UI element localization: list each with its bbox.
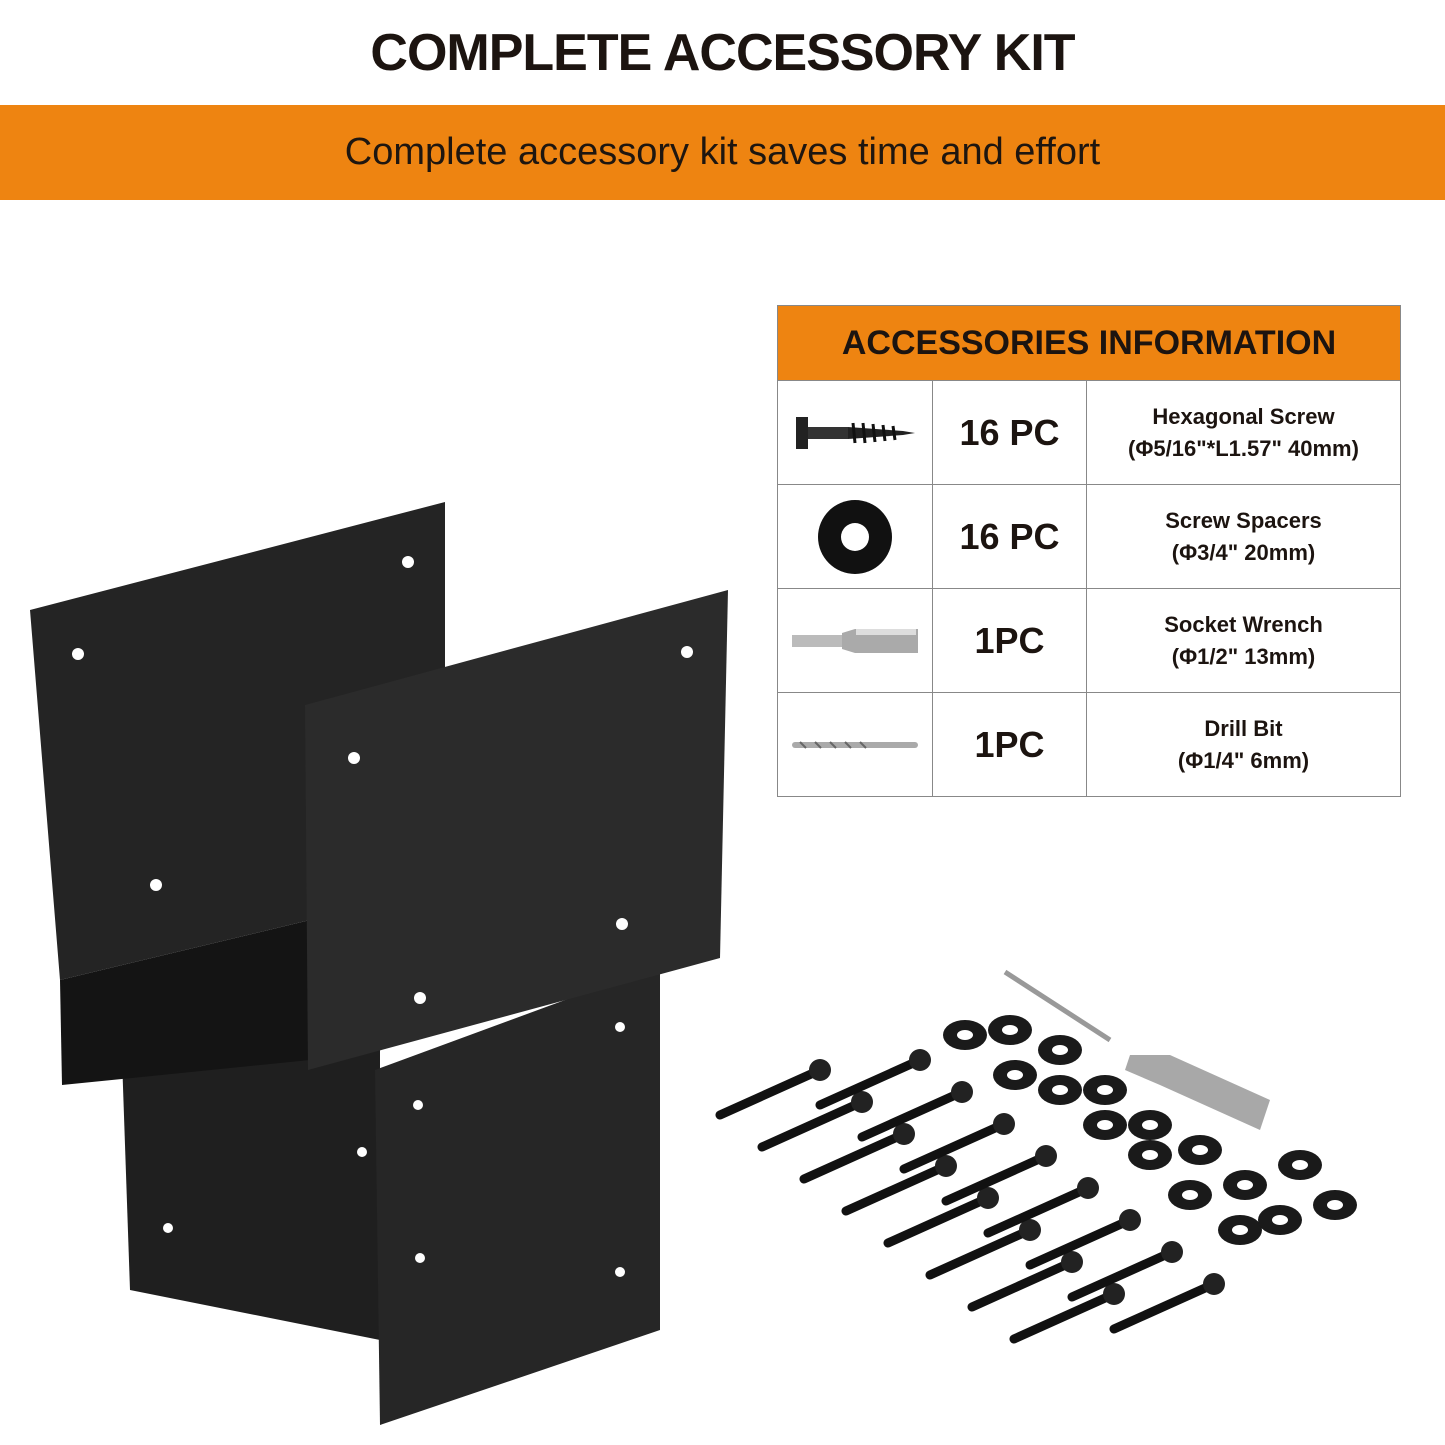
screw-head: [1061, 1251, 1083, 1273]
hex-screw: [1009, 1289, 1119, 1344]
item-name: Socket Wrench: [1164, 611, 1323, 637]
screw-head: [1035, 1145, 1057, 1167]
table-row: 1PC Socket Wrench (Φ1/2" 13mm): [778, 589, 1400, 693]
washer-hole: [1007, 1070, 1023, 1080]
hex-screw: [757, 1097, 867, 1152]
washer-hole: [1182, 1190, 1198, 1200]
post-bracket-image: [30, 502, 728, 1425]
drill-bit-icon: [792, 740, 918, 749]
item-name: Screw Spacers: [1165, 507, 1322, 533]
hex-screw: [983, 1183, 1093, 1238]
screw-head: [1161, 1241, 1183, 1263]
washer-hole: [1097, 1120, 1113, 1130]
item-name: Hexagonal Screw: [1152, 403, 1335, 429]
hex-screw: [899, 1119, 1009, 1174]
screw-head: [851, 1091, 873, 1113]
screw-head: [1103, 1283, 1125, 1305]
table-row: 16 PC Screw Spacers (Φ3/4" 20mm): [778, 485, 1400, 589]
item-spec: (Φ3/4" 20mm): [1171, 539, 1316, 565]
washer-hole: [1097, 1085, 1113, 1095]
hex-screw: [1025, 1215, 1135, 1270]
screw-head: [1077, 1177, 1099, 1199]
screw-head: [1203, 1273, 1225, 1295]
subtitle-banner: Complete accessory kit saves time and ef…: [0, 105, 1445, 200]
screw-head: [993, 1113, 1015, 1135]
hex-screw: [1109, 1279, 1219, 1334]
screw-head: [951, 1081, 973, 1103]
quantity: 16 PC: [959, 411, 1060, 453]
quantity: 1PC: [974, 619, 1045, 661]
hex-screw: [799, 1129, 909, 1184]
socket-wrench: [1125, 1055, 1270, 1130]
item-spec: (Φ1/2" 13mm): [1171, 643, 1316, 669]
washer-hole: [1192, 1145, 1208, 1155]
screw-head: [909, 1049, 931, 1071]
item-name: Drill Bit: [1204, 715, 1283, 741]
quantity: 1PC: [974, 723, 1045, 765]
hex-screw: [815, 1055, 925, 1110]
washer-hole: [1232, 1225, 1248, 1235]
screw-head: [935, 1155, 957, 1177]
subtitle-text: Complete accessory kit saves time and ef…: [344, 131, 1101, 173]
screw-head: [977, 1187, 999, 1209]
washer-hole: [1142, 1120, 1158, 1130]
hardware-pile-image: [715, 969, 1357, 1344]
washer-hole: [1237, 1180, 1253, 1190]
table-header-text: ACCESSORIES INFORMATION: [841, 324, 1337, 362]
hex-screw: [967, 1257, 1077, 1312]
washer-hole: [1002, 1025, 1018, 1035]
quantity: 16 PC: [959, 515, 1060, 557]
socket-wrench-icon: [792, 628, 918, 653]
hex-screw: [1067, 1247, 1177, 1302]
hex-screw: [883, 1193, 993, 1248]
hex-screw: [715, 1065, 825, 1120]
item-spec: (Φ1/4" 6mm): [1177, 747, 1310, 773]
hex-screw-icon: [795, 416, 915, 449]
screw-head: [1119, 1209, 1141, 1231]
item-spec: (Φ5/16"*L1.57" 40mm): [1128, 435, 1359, 461]
drill-bit: [1003, 969, 1112, 1043]
washer-hole: [1052, 1085, 1068, 1095]
washer-hole: [1327, 1200, 1343, 1210]
accessories-table: ACCESSORIES INFORMATION 16 PC Hexagonal …: [777, 305, 1401, 797]
washer-hole: [1052, 1045, 1068, 1055]
washer-icon: [818, 499, 892, 574]
hex-screw: [941, 1151, 1051, 1206]
washer-hole: [1142, 1150, 1158, 1160]
table-row: 1PC Drill Bit (Φ1/4" 6mm): [778, 693, 1400, 796]
washer-hole: [1292, 1160, 1308, 1170]
table-header: ACCESSORIES INFORMATION: [778, 306, 1400, 381]
hex-screw: [857, 1087, 967, 1142]
table-row: 16 PC Hexagonal Screw (Φ5/16"*L1.57" 40mm…: [778, 381, 1400, 485]
page-title: COMPLETE ACCESSORY KIT: [370, 24, 1075, 82]
hex-screw: [925, 1225, 1035, 1280]
screw-head: [809, 1059, 831, 1081]
screw-head: [1019, 1219, 1041, 1241]
washer-hole: [957, 1030, 973, 1040]
hex-screw: [841, 1161, 951, 1216]
washer-hole: [1272, 1215, 1288, 1225]
screw-head: [893, 1123, 915, 1145]
